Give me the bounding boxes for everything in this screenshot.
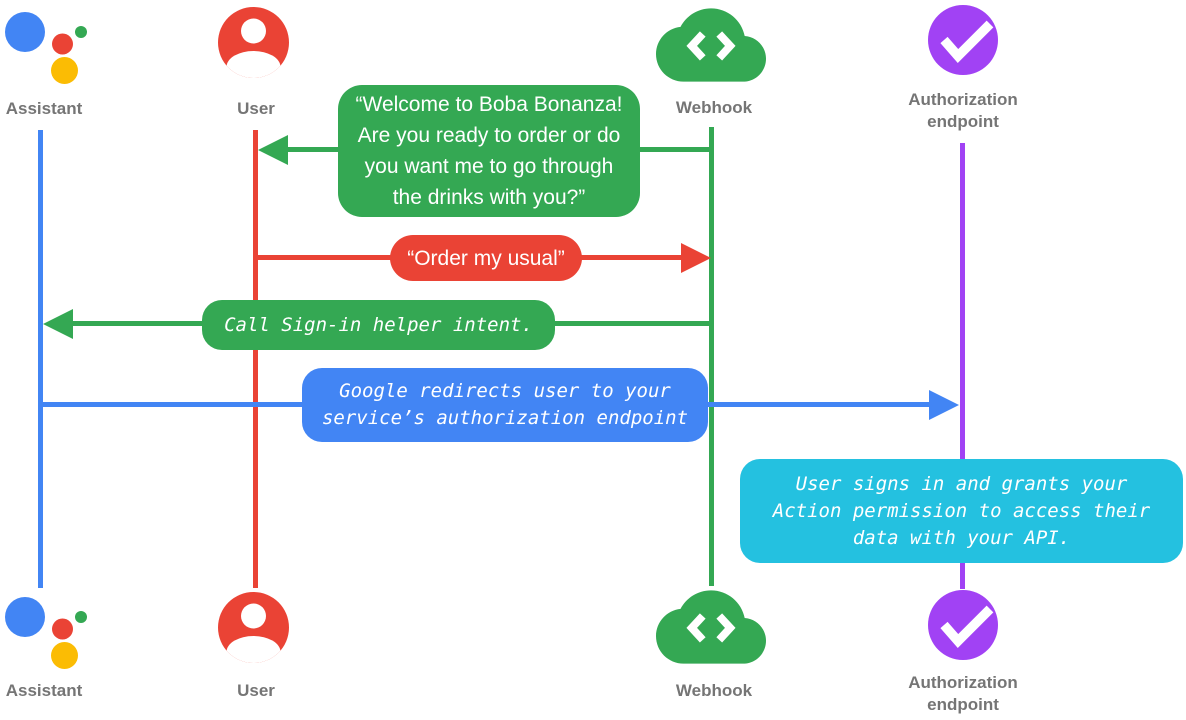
user-label-top: User [237,99,275,118]
webhook-lifeline [709,127,714,586]
signin-arrowhead-left-icon [43,309,73,339]
assistant-label-top: Assistant [5,99,83,118]
user-lifeline [253,130,258,588]
welcome-message-bubble: “Welcome to Boba Bonanza! Are you ready … [338,85,640,217]
sign-in-note-bubble: User signs in and grants your Action per… [740,459,1183,563]
sign-in-helper-bubble: Call Sign-in helper intent. [202,300,555,350]
redirect-arrowhead-right-icon [929,390,959,420]
cloud-code-icon [656,590,766,669]
check-circle-icon [927,589,999,666]
person-icon [217,591,290,669]
auth-endpoint-label-bottom: Authorization endpoint [908,673,1018,714]
assistant-lifeline [38,130,43,588]
auth-endpoint-lifeline [960,143,965,589]
welcome-arrowhead-left-icon [258,135,288,165]
google-assistant-icon [2,593,92,676]
order-message-bubble: “Order my usual” [390,235,582,281]
webhook-label-top: Webhook [675,98,753,117]
order-arrowhead-right-icon [681,243,711,273]
cloud-code-icon [656,8,766,87]
check-circle-icon [927,4,999,81]
google-assistant-icon [2,8,92,91]
assistant-label-bottom: Assistant [5,681,83,700]
auth-endpoint-label-top: Authorization endpoint [908,90,1018,131]
webhook-label-bottom: Webhook [675,681,753,700]
person-icon [217,6,290,84]
redirect-bubble: Google redirects user to your service’s … [302,368,708,442]
user-label-bottom: User [237,681,275,700]
